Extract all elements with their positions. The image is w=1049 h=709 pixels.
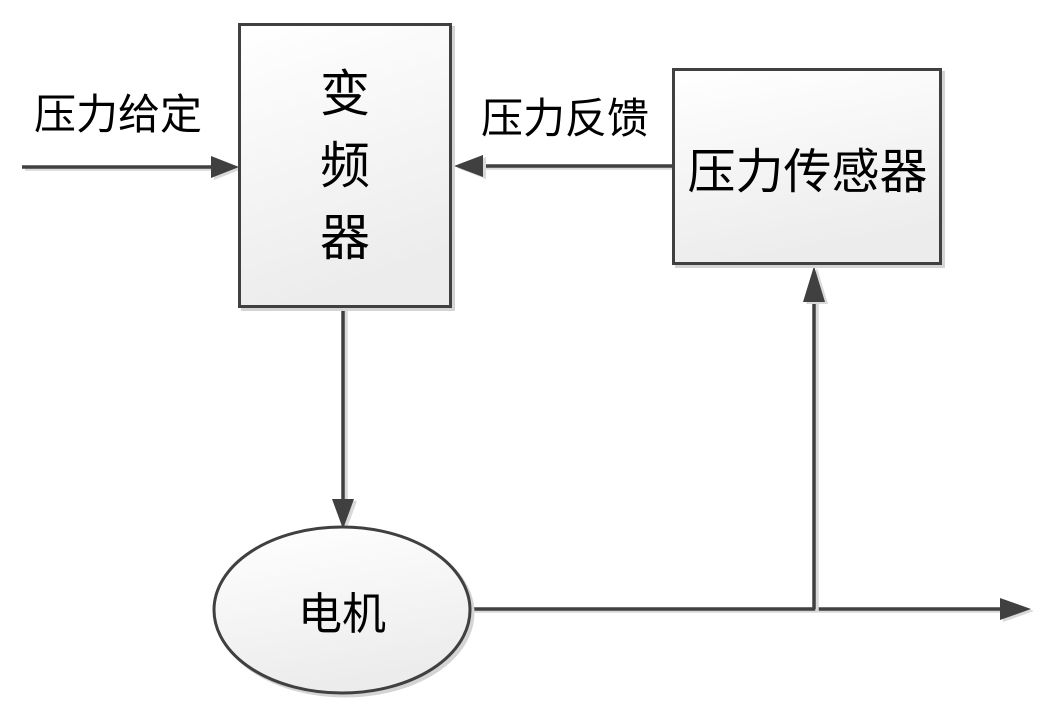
motor-node: 电机: [212, 525, 472, 695]
pressure-setpoint-label: 压力给定: [33, 93, 202, 139]
setpoint-arrow: [22, 156, 239, 178]
arrow-left-icon: [454, 155, 483, 177]
inverter-box: [238, 23, 452, 308]
motor-label: 电机: [298, 590, 386, 639]
pressure-sensor-label: 压力传感器: [687, 145, 928, 199]
inverter-to-motor-arrow: [332, 309, 354, 529]
pressure-sensor-box: [672, 68, 942, 265]
arrow-right-icon: [211, 156, 239, 178]
inverter-label: 变频器: [320, 65, 370, 266]
motor-to-sensor-arrow: [803, 266, 825, 609]
pressure-sensor-node: 压力传感器: [672, 68, 943, 265]
feedback-arrow: [454, 155, 672, 177]
motor-output-arrow: [470, 598, 1031, 620]
pressure-feedback-label: 压力反馈: [480, 97, 649, 143]
inverter-node: 变频器: [238, 23, 452, 308]
motor-ellipse: [212, 525, 472, 695]
arrow-right-icon: [1000, 598, 1031, 620]
arrow-down-icon: [332, 499, 354, 529]
arrow-up-icon: [803, 266, 825, 302]
